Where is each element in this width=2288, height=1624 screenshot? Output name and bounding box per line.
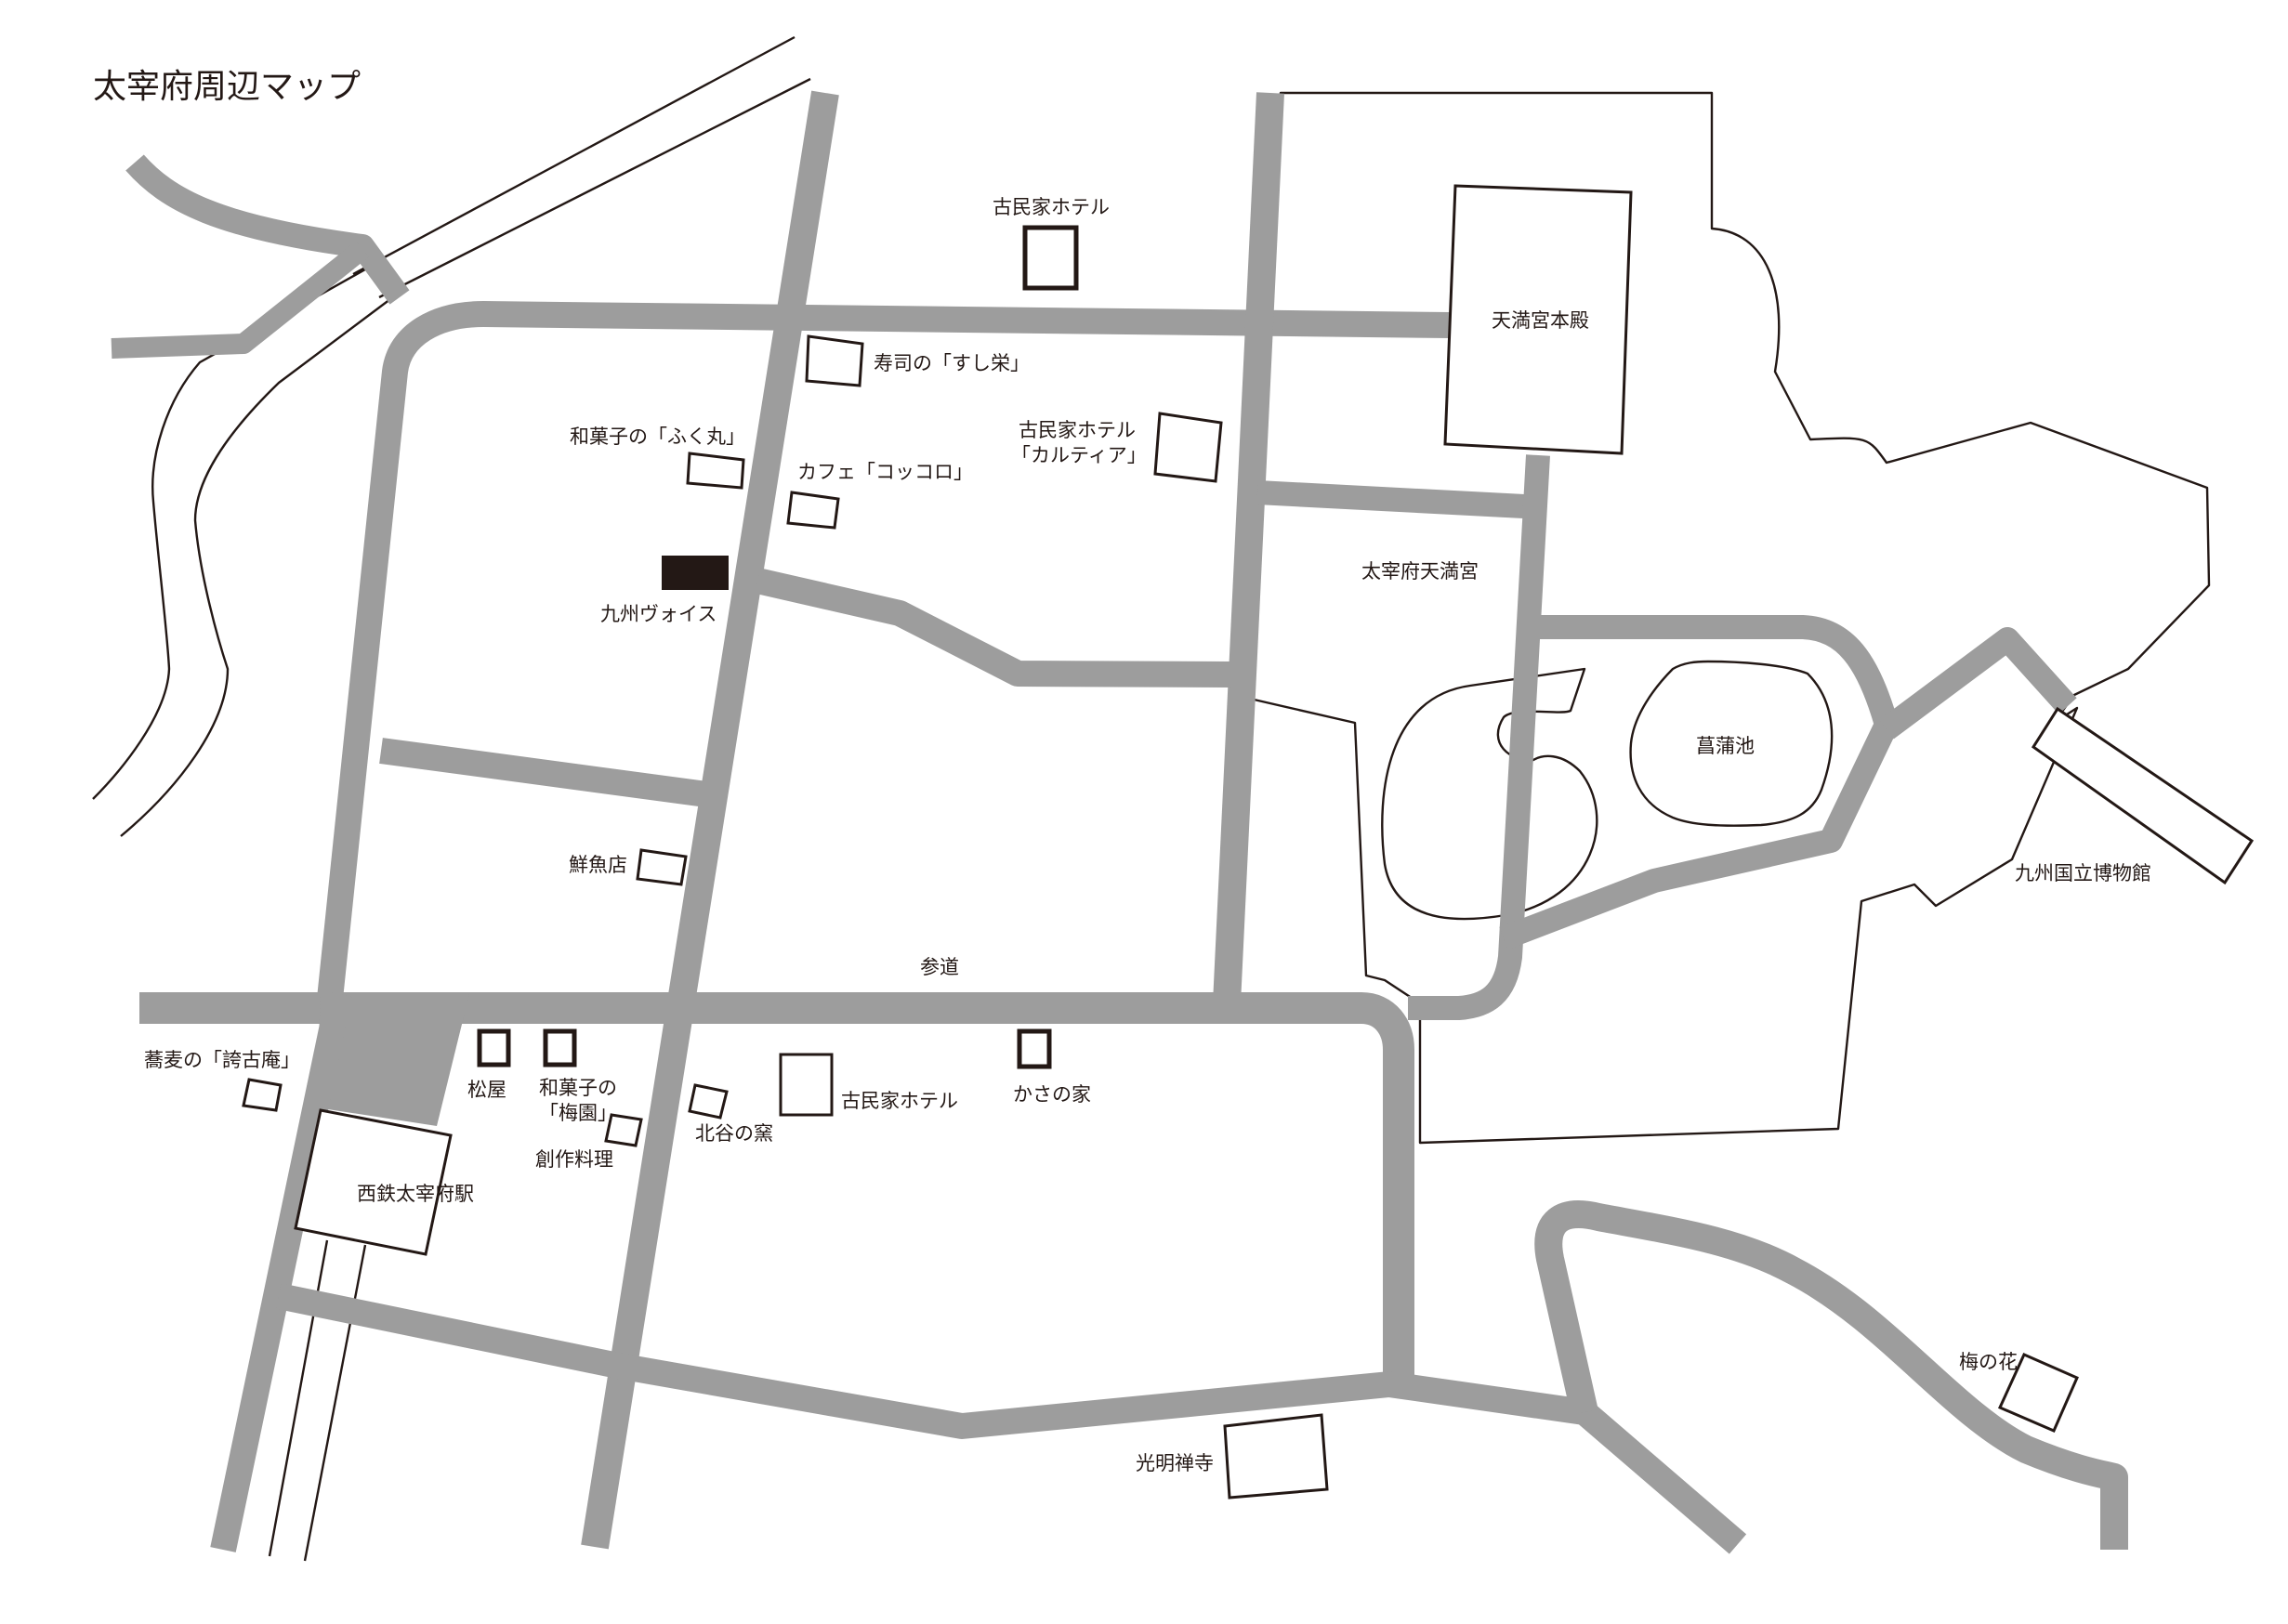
label-baien-2: 「梅園」	[539, 1102, 617, 1124]
cafe-building	[786, 491, 840, 530]
road-east-vertical	[1213, 92, 1284, 1004]
label-honden: 天満宮本殿	[1492, 309, 1589, 332]
road-central-vertical	[581, 90, 839, 1550]
label-shobu-ike: 菖蒲池	[1696, 735, 1755, 757]
label-soba: 蕎麦の「誇古庵」	[144, 1049, 300, 1071]
label-kasa-no-ie: かさの家	[1013, 1083, 1091, 1106]
label-sosaku-ryori: 創作料理	[535, 1148, 613, 1171]
labels: 太宰府周辺マップ 古民家ホテル 寿司の「すし栄」 和菓子の「ふく丸」 カフェ「コ…	[93, 68, 2151, 1474]
label-dazaifu-tenmangu: 太宰府天満宮	[1361, 560, 1479, 583]
road-northwest-branch	[111, 241, 369, 359]
shobu-pond-outline	[1629, 660, 1834, 827]
sengyoten-building	[636, 848, 688, 886]
river-lower-bank	[120, 298, 391, 837]
rail-track-b	[303, 1244, 367, 1562]
station-plaza	[316, 994, 469, 1126]
road-southeast-curve	[1534, 1200, 2128, 1550]
tenmangu-grounds-outline	[1248, 91, 2211, 1145]
ume-no-hana-building	[1997, 1353, 2079, 1433]
station-building	[294, 1108, 453, 1256]
honden-building	[1443, 184, 1633, 455]
museum-building	[2031, 706, 2255, 885]
label-kominka-hotel-north: 古民家ホテル	[993, 196, 1110, 218]
river-upper-bank	[92, 268, 366, 800]
rail-line-a	[352, 35, 796, 276]
baien-building	[543, 1028, 577, 1067]
label-sando: 参道	[920, 956, 959, 978]
road-southwest-vertical	[210, 991, 352, 1552]
rail-line-b	[378, 77, 811, 299]
map-title: 太宰府周辺マップ	[93, 68, 361, 106]
label-kominka-hotel-cartier-1: 古民家ホテル	[1019, 419, 1136, 441]
buildings	[242, 184, 2255, 1500]
label-kyushu-voice: 九州ヴォイス	[600, 603, 717, 625]
label-sushi: 寿司の「すし栄」	[874, 352, 1030, 374]
label-baien-1: 和菓子の	[539, 1077, 617, 1099]
label-kominka-hotel-south: 古民家ホテル	[841, 1090, 958, 1112]
sushi-building	[805, 334, 864, 387]
road-south	[276, 1283, 1747, 1554]
label-fukumaru: 和菓子の「ふく丸」	[570, 426, 745, 448]
roads	[111, 90, 2128, 1554]
road-cafe-branch	[754, 568, 1232, 688]
map-outlines	[92, 35, 2211, 1562]
road-northwest-curve	[125, 154, 410, 305]
label-sengyoten: 鮮魚店	[569, 854, 627, 876]
label-museum: 九州国立博物館	[2015, 862, 2151, 884]
road-museum-branch	[1879, 627, 2077, 740]
label-cafe: カフェ「コッコロ」	[797, 461, 973, 483]
road-pond-loop	[1408, 454, 1550, 1020]
sosaku-ryori-building	[604, 1113, 643, 1147]
label-kitatani: 北谷の窯	[695, 1122, 773, 1145]
kitatani-building	[688, 1083, 729, 1120]
matsuya-building	[477, 1028, 511, 1067]
komyozenji-building	[1223, 1413, 1329, 1500]
road-north-loop	[317, 301, 1451, 1001]
road-honden-connector	[1256, 480, 1525, 518]
label-kominka-hotel-cartier-2: 「カルティア」	[1011, 444, 1147, 466]
kasa-no-ie-building	[1017, 1028, 1052, 1069]
label-komyozenji: 光明禅寺	[1136, 1452, 1214, 1474]
soba-building	[242, 1078, 283, 1112]
fukumaru-building	[686, 452, 745, 490]
pond-island-outline	[1381, 667, 1598, 921]
label-ume-no-hana: 梅の花	[1959, 1351, 2018, 1373]
road-sando	[139, 992, 1414, 1387]
road-west-crossing	[379, 738, 708, 807]
kyushu-voice-building	[662, 556, 729, 590]
kominka-hotel-south-building	[779, 1053, 834, 1117]
kominka-hotel-cartier-building	[1153, 412, 1223, 483]
kominka-hotel-north-building	[1022, 225, 1079, 291]
label-station: 西鉄太宰府駅	[357, 1183, 474, 1205]
label-matsuya: 松屋	[467, 1079, 506, 1101]
